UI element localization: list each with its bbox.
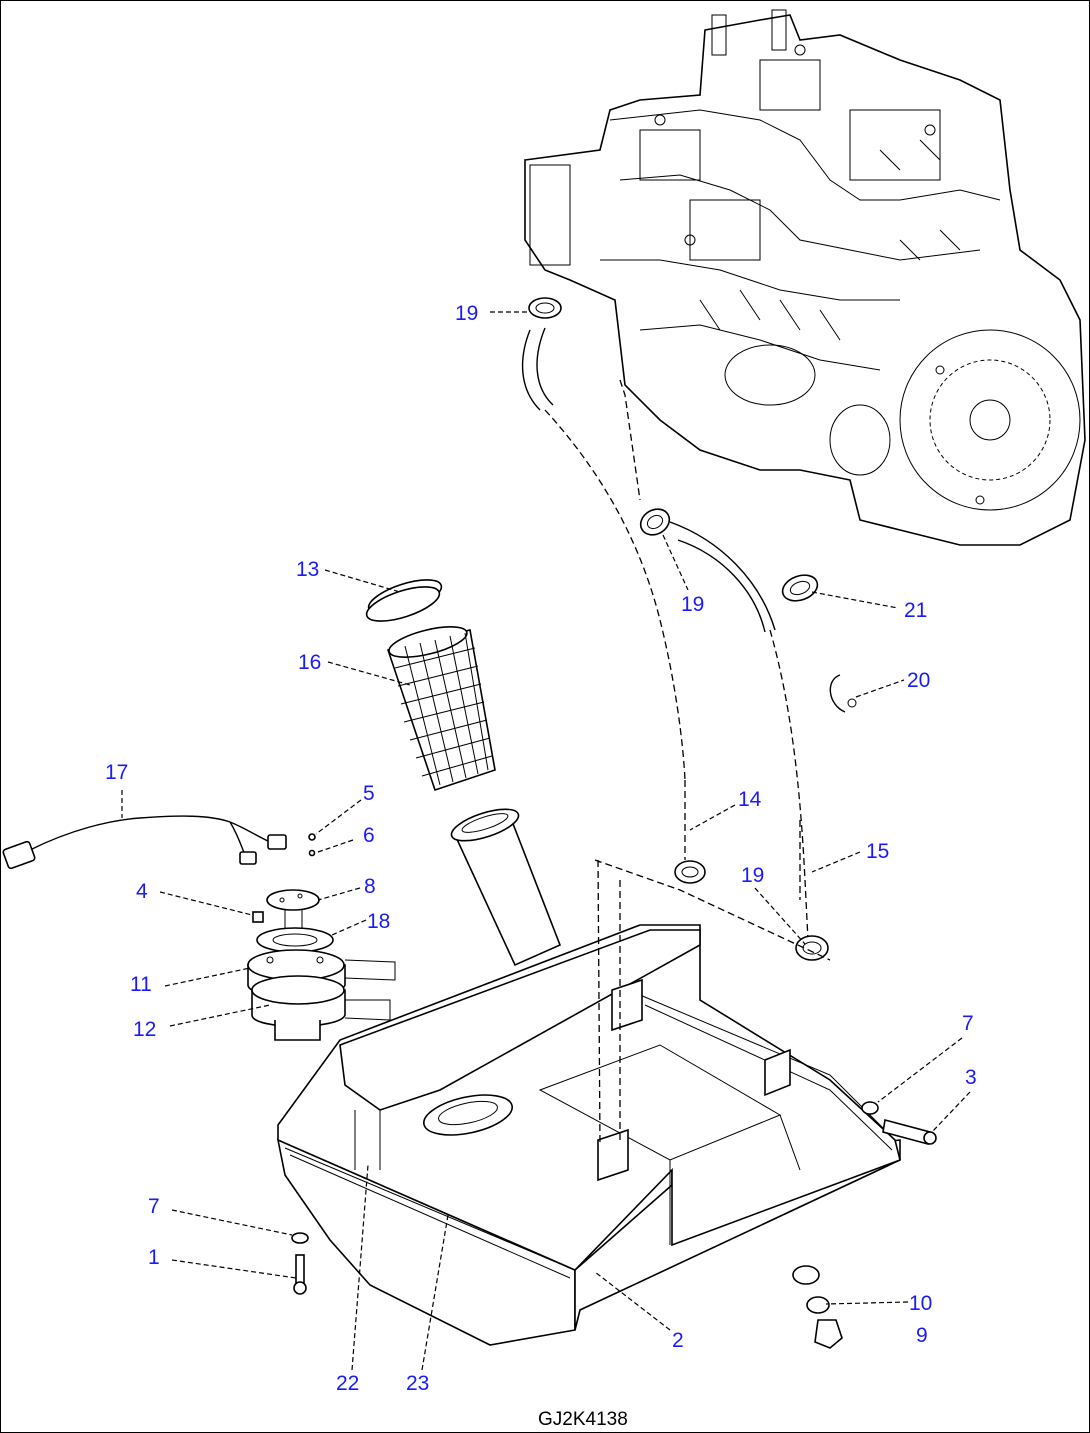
callout-3: 3: [965, 1066, 977, 1089]
callout-4: 4: [136, 880, 148, 903]
wiring-harness-17: [2, 815, 287, 870]
clamp-21: [781, 574, 819, 602]
hose-14-path: [544, 409, 686, 781]
callout-2: 2: [672, 1329, 684, 1352]
fuel-level-sender-8: [266, 889, 320, 945]
callout-6: 6: [363, 824, 375, 847]
callout-11: 11: [130, 973, 152, 996]
callout-17: 17: [105, 761, 128, 784]
callout-18: 18: [367, 910, 390, 933]
callout-1: 1: [148, 1246, 160, 1269]
filler-neck: [450, 808, 562, 967]
callout-19: 19: [455, 302, 478, 325]
hose-15-path: [769, 629, 809, 941]
callout-9: 9: [916, 1324, 928, 1347]
callout-22: 22: [336, 1372, 359, 1395]
screw-4: [252, 911, 264, 923]
fuel-hose-upper: [521, 327, 554, 411]
drawing-code: GJ2K4138: [538, 1409, 628, 1430]
callout-7: 7: [148, 1195, 160, 1218]
washer-6: [308, 849, 316, 857]
washer-7-right: [861, 1101, 879, 1115]
callout-labels: 19 19 19 21 20 13 16 17 5 6 4 8 18 11 12…: [105, 302, 977, 1395]
hose-clamp-19-tank-left: [674, 860, 706, 884]
callout-10: 10: [909, 1292, 932, 1315]
filter-12: [251, 975, 391, 1041]
callout-14: 14: [738, 788, 762, 811]
leader-lines: [121, 311, 971, 1371]
callout-23: 23: [406, 1372, 429, 1395]
filler-cap-13: [365, 579, 443, 622]
callout-20: 20: [907, 669, 930, 692]
callout-19: 19: [741, 864, 764, 887]
gasket-18: [256, 927, 334, 953]
washer-7-left: [291, 1232, 309, 1244]
callout-19: 19: [681, 593, 704, 616]
engine-assembly: [524, 9, 1086, 546]
hose-clamp-19-mid: [639, 508, 671, 536]
hose-clamp-19-top: [528, 297, 562, 319]
bolt-1: [293, 1254, 307, 1295]
bolt-3: [882, 1119, 937, 1145]
drain-parts: [792, 1265, 843, 1349]
screw-5: [308, 833, 316, 841]
callout-21: 21: [904, 599, 927, 622]
callout-7: 7: [962, 1012, 974, 1035]
callout-15: 15: [866, 840, 889, 863]
clip-20: [829, 674, 857, 713]
strainer-16: [386, 626, 496, 792]
callout-13: 13: [296, 558, 319, 581]
fuel-tank: [276, 859, 901, 1346]
callout-16: 16: [298, 651, 321, 674]
callout-8: 8: [364, 875, 376, 898]
callout-12: 12: [133, 1018, 156, 1041]
fuel-hose-lower: [669, 521, 776, 633]
callout-5: 5: [363, 782, 375, 805]
